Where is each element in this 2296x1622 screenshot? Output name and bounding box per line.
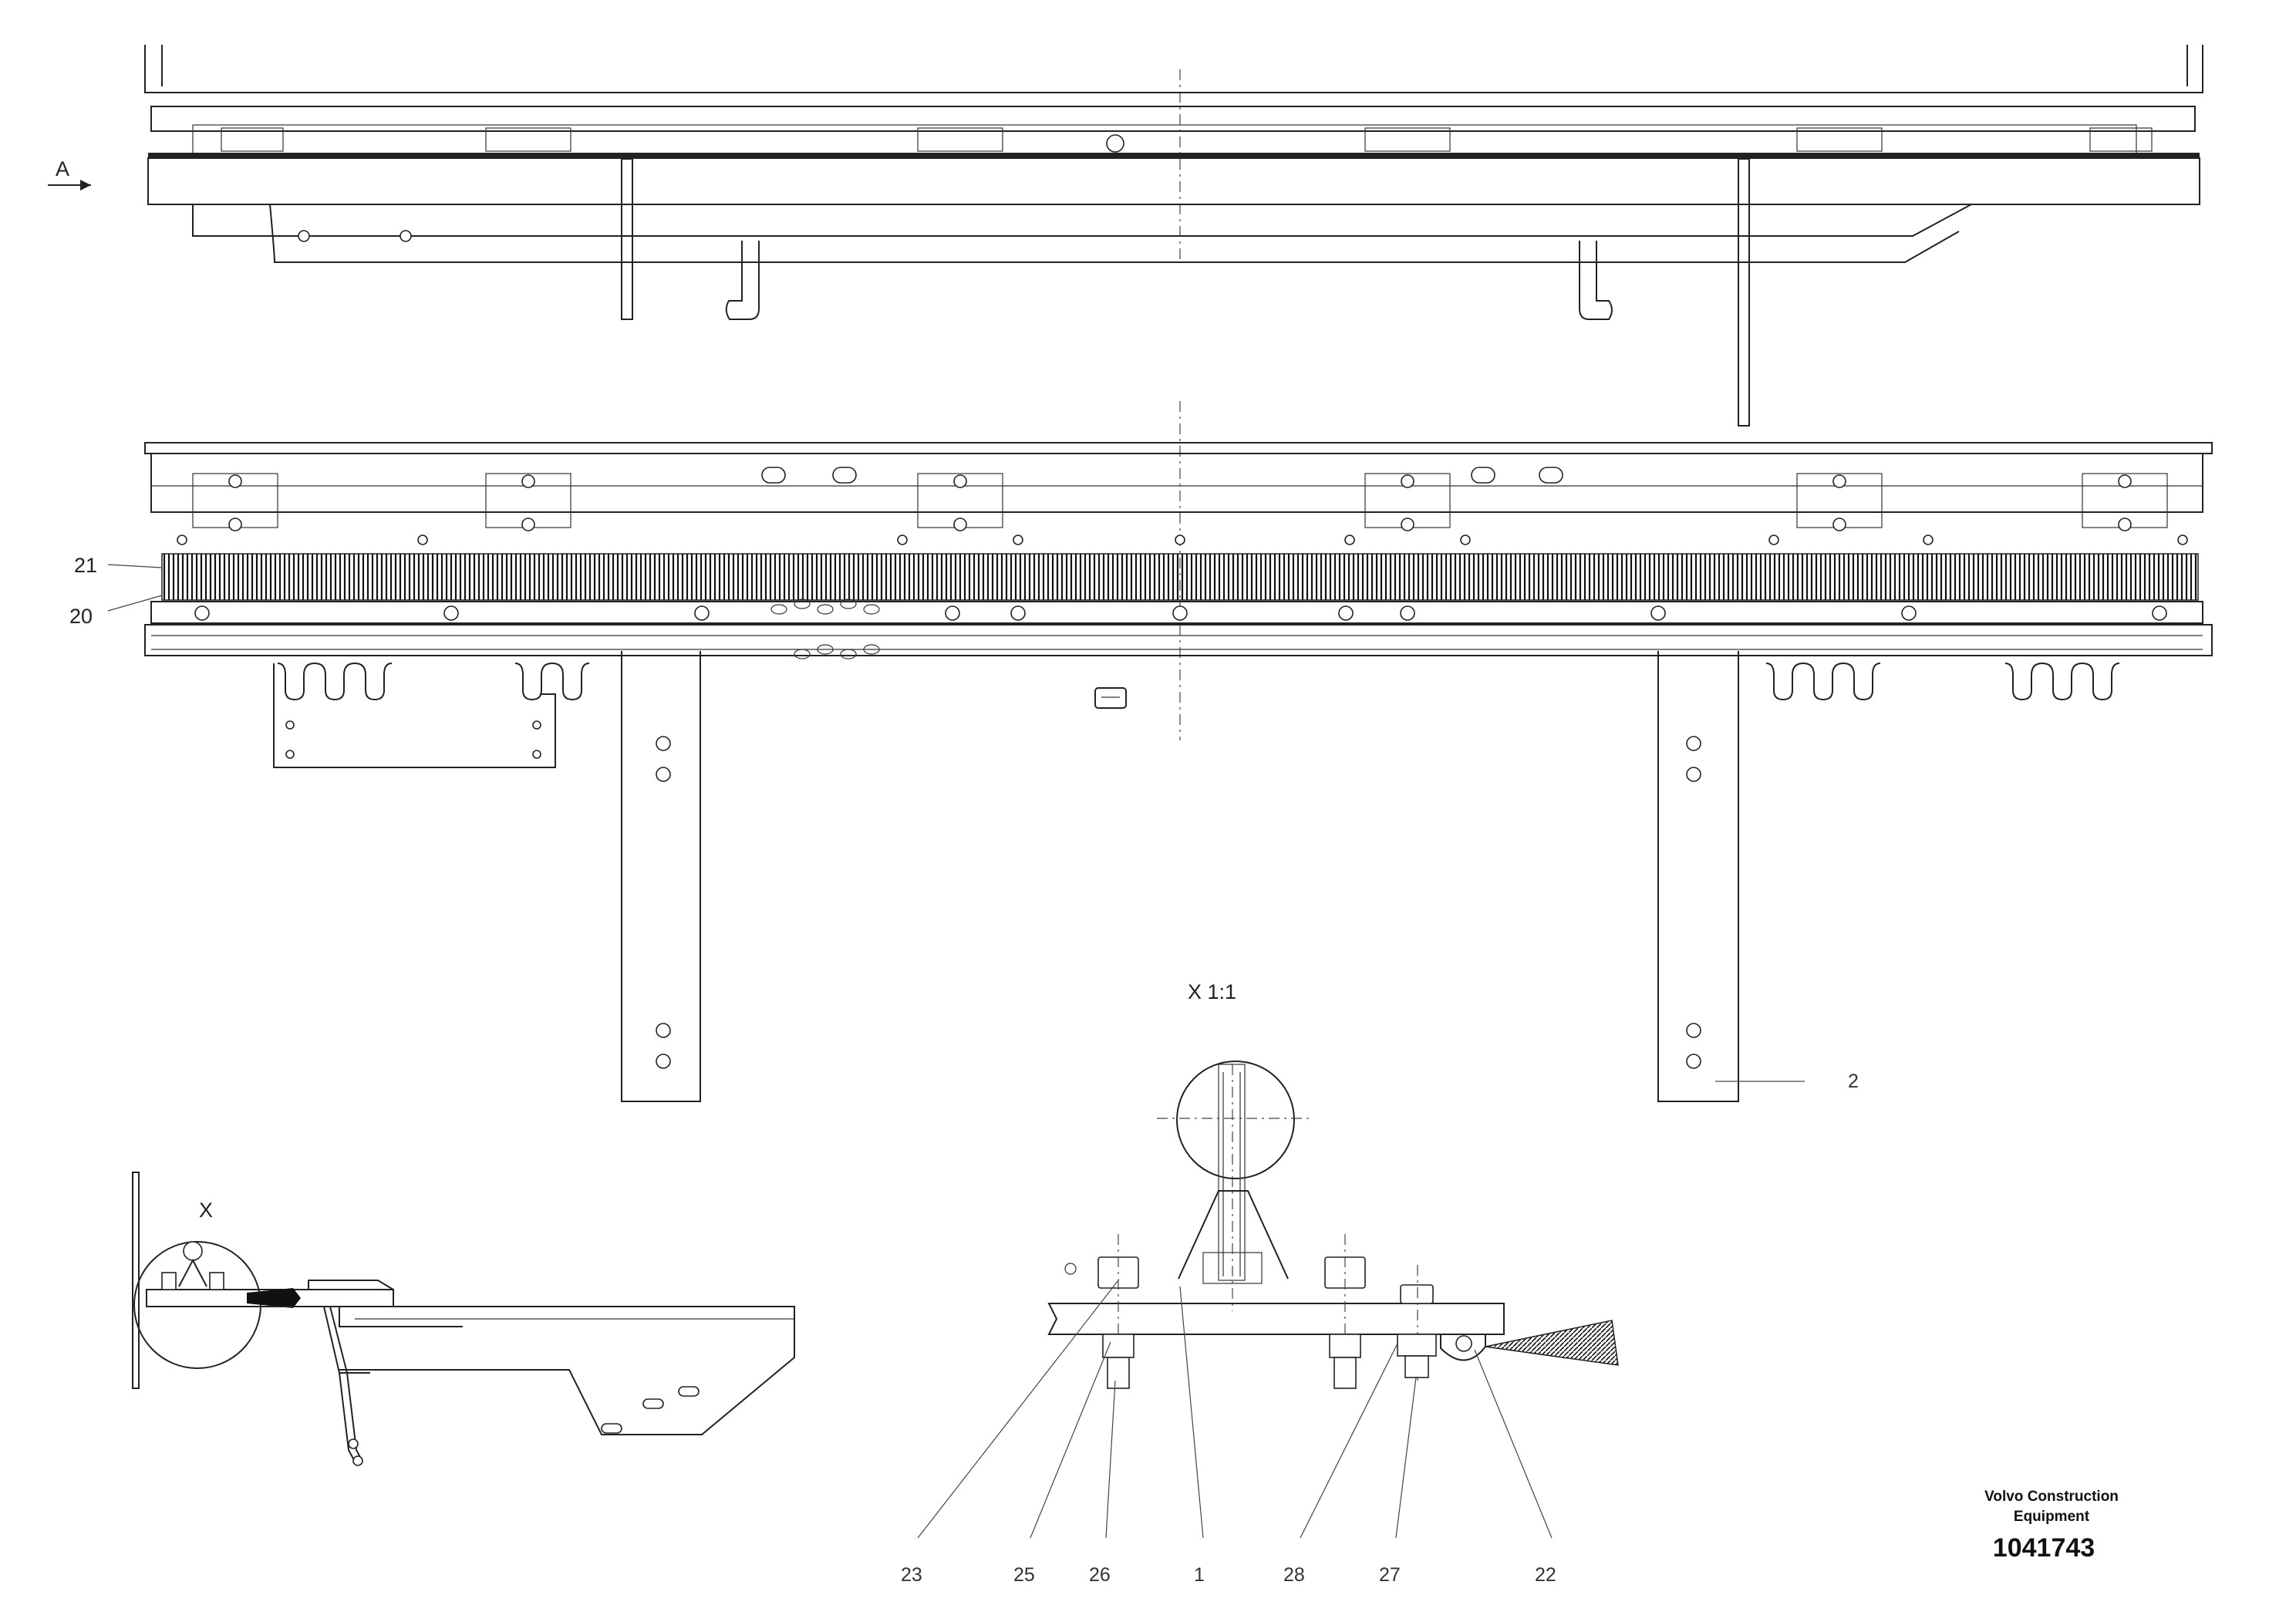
bolt-row-lower xyxy=(194,605,2167,621)
callout-21: 21 xyxy=(74,554,97,577)
front-view xyxy=(107,401,2213,1102)
callout-20: 20 xyxy=(69,605,93,628)
callout-2: 2 xyxy=(1848,1071,1859,1092)
brush-strip xyxy=(161,553,2199,601)
view-arrow-label: A xyxy=(56,157,69,180)
callout-25: 25 xyxy=(1013,1564,1035,1586)
detail-title: X 1:1 xyxy=(1188,980,1236,1003)
callout-1: 1 xyxy=(1194,1564,1205,1586)
view-arrow-a: A xyxy=(48,157,91,191)
detail-marker-x: X xyxy=(199,1199,213,1222)
detail-circle-x xyxy=(133,1241,261,1369)
callout-22: 22 xyxy=(1535,1564,1556,1586)
callout-27: 27 xyxy=(1379,1564,1401,1586)
bolt-row-upper xyxy=(177,534,2188,545)
callout-28: 28 xyxy=(1283,1564,1305,1586)
slot-pattern xyxy=(770,599,880,659)
callout-23: 23 xyxy=(901,1564,922,1586)
callout-numbers: 23 25 26 1 28 27 22 xyxy=(901,1564,1556,1586)
top-view xyxy=(144,45,2203,427)
company-name-line1: Volvo Construction xyxy=(1984,1489,2119,1505)
document-number: 1041743 xyxy=(1993,1533,2095,1563)
callout-26: 26 xyxy=(1089,1564,1111,1586)
clamp-blocks xyxy=(192,473,2168,531)
side-view: X xyxy=(132,1172,795,1466)
title-block: Volvo Construction Equipment 1041743 xyxy=(1984,1489,2119,1563)
detail-view xyxy=(917,1061,1619,1539)
company-name-line2: Equipment xyxy=(2014,1509,2090,1525)
